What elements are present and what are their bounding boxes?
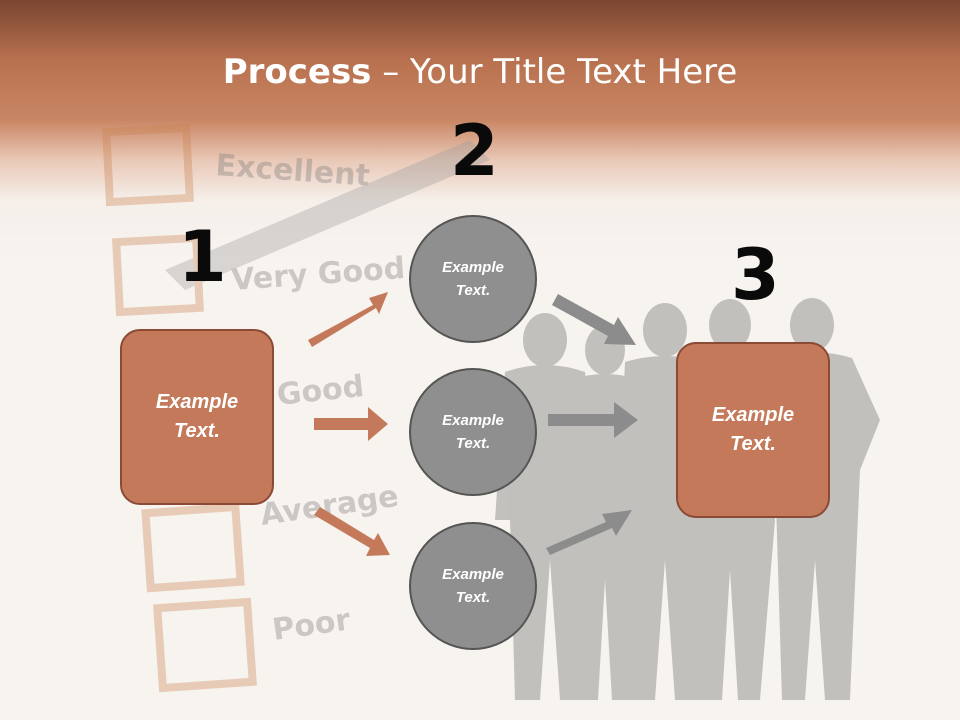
circle-bottom[interactable]: Example Text. (409, 522, 537, 650)
left-text-box[interactable]: Example Text. (120, 329, 274, 505)
circle-top-text: Example Text. (423, 256, 523, 302)
pencil-shape (165, 140, 490, 290)
left-box-line1: Example (155, 391, 239, 413)
circle-middle[interactable]: Example Text. (409, 368, 537, 496)
checkbox-2 (112, 233, 204, 317)
arrow-right-gray (548, 402, 638, 438)
bg-word-poor: Poor (270, 602, 352, 648)
checkbox-1 (102, 123, 194, 207)
arrow-up-right-orange (308, 292, 388, 347)
bg-word-good: Good (275, 369, 366, 413)
right-box-line1: Example (711, 404, 795, 426)
circle-bottom-line2: Text. (455, 589, 491, 606)
title-rest: – Your Title Text Here (371, 52, 738, 92)
circle-bottom-line1: Example (442, 566, 504, 583)
arrow-down-right-gray (552, 294, 636, 345)
arrows-right (546, 294, 638, 555)
circle-bottom-text: Example Text. (423, 563, 523, 609)
right-box-line2: Text. (730, 433, 776, 455)
left-box-line2: Text. (174, 420, 220, 442)
circle-middle-line2: Text. (455, 435, 491, 452)
arrow-right-orange (314, 407, 388, 441)
step-number-1: 1 (178, 216, 227, 298)
right-box-text: Example Text. (693, 401, 813, 459)
left-box-text: Example Text. (137, 388, 257, 446)
arrow-up-right-gray (546, 510, 632, 555)
checkbox-4 (153, 597, 257, 693)
circle-middle-text: Example Text. (423, 409, 523, 455)
circle-top-line2: Text. (455, 282, 491, 299)
bg-word-average: Average (258, 479, 400, 533)
checkbox-3 (141, 502, 245, 593)
arrow-down-right-orange (314, 507, 390, 556)
title-bold: Process (222, 52, 372, 92)
step-number-3: 3 (731, 234, 780, 316)
circle-top[interactable]: Example Text. (409, 215, 537, 343)
circle-middle-line1: Example (442, 412, 504, 429)
right-text-box[interactable]: Example Text. (676, 342, 830, 518)
step-number-2: 2 (450, 110, 499, 192)
bg-word-excellent: Excellent (214, 148, 371, 194)
slide-title: Process – Your Title Text Here (0, 52, 960, 92)
circle-top-line1: Example (442, 259, 504, 276)
arrows-left (308, 292, 390, 556)
